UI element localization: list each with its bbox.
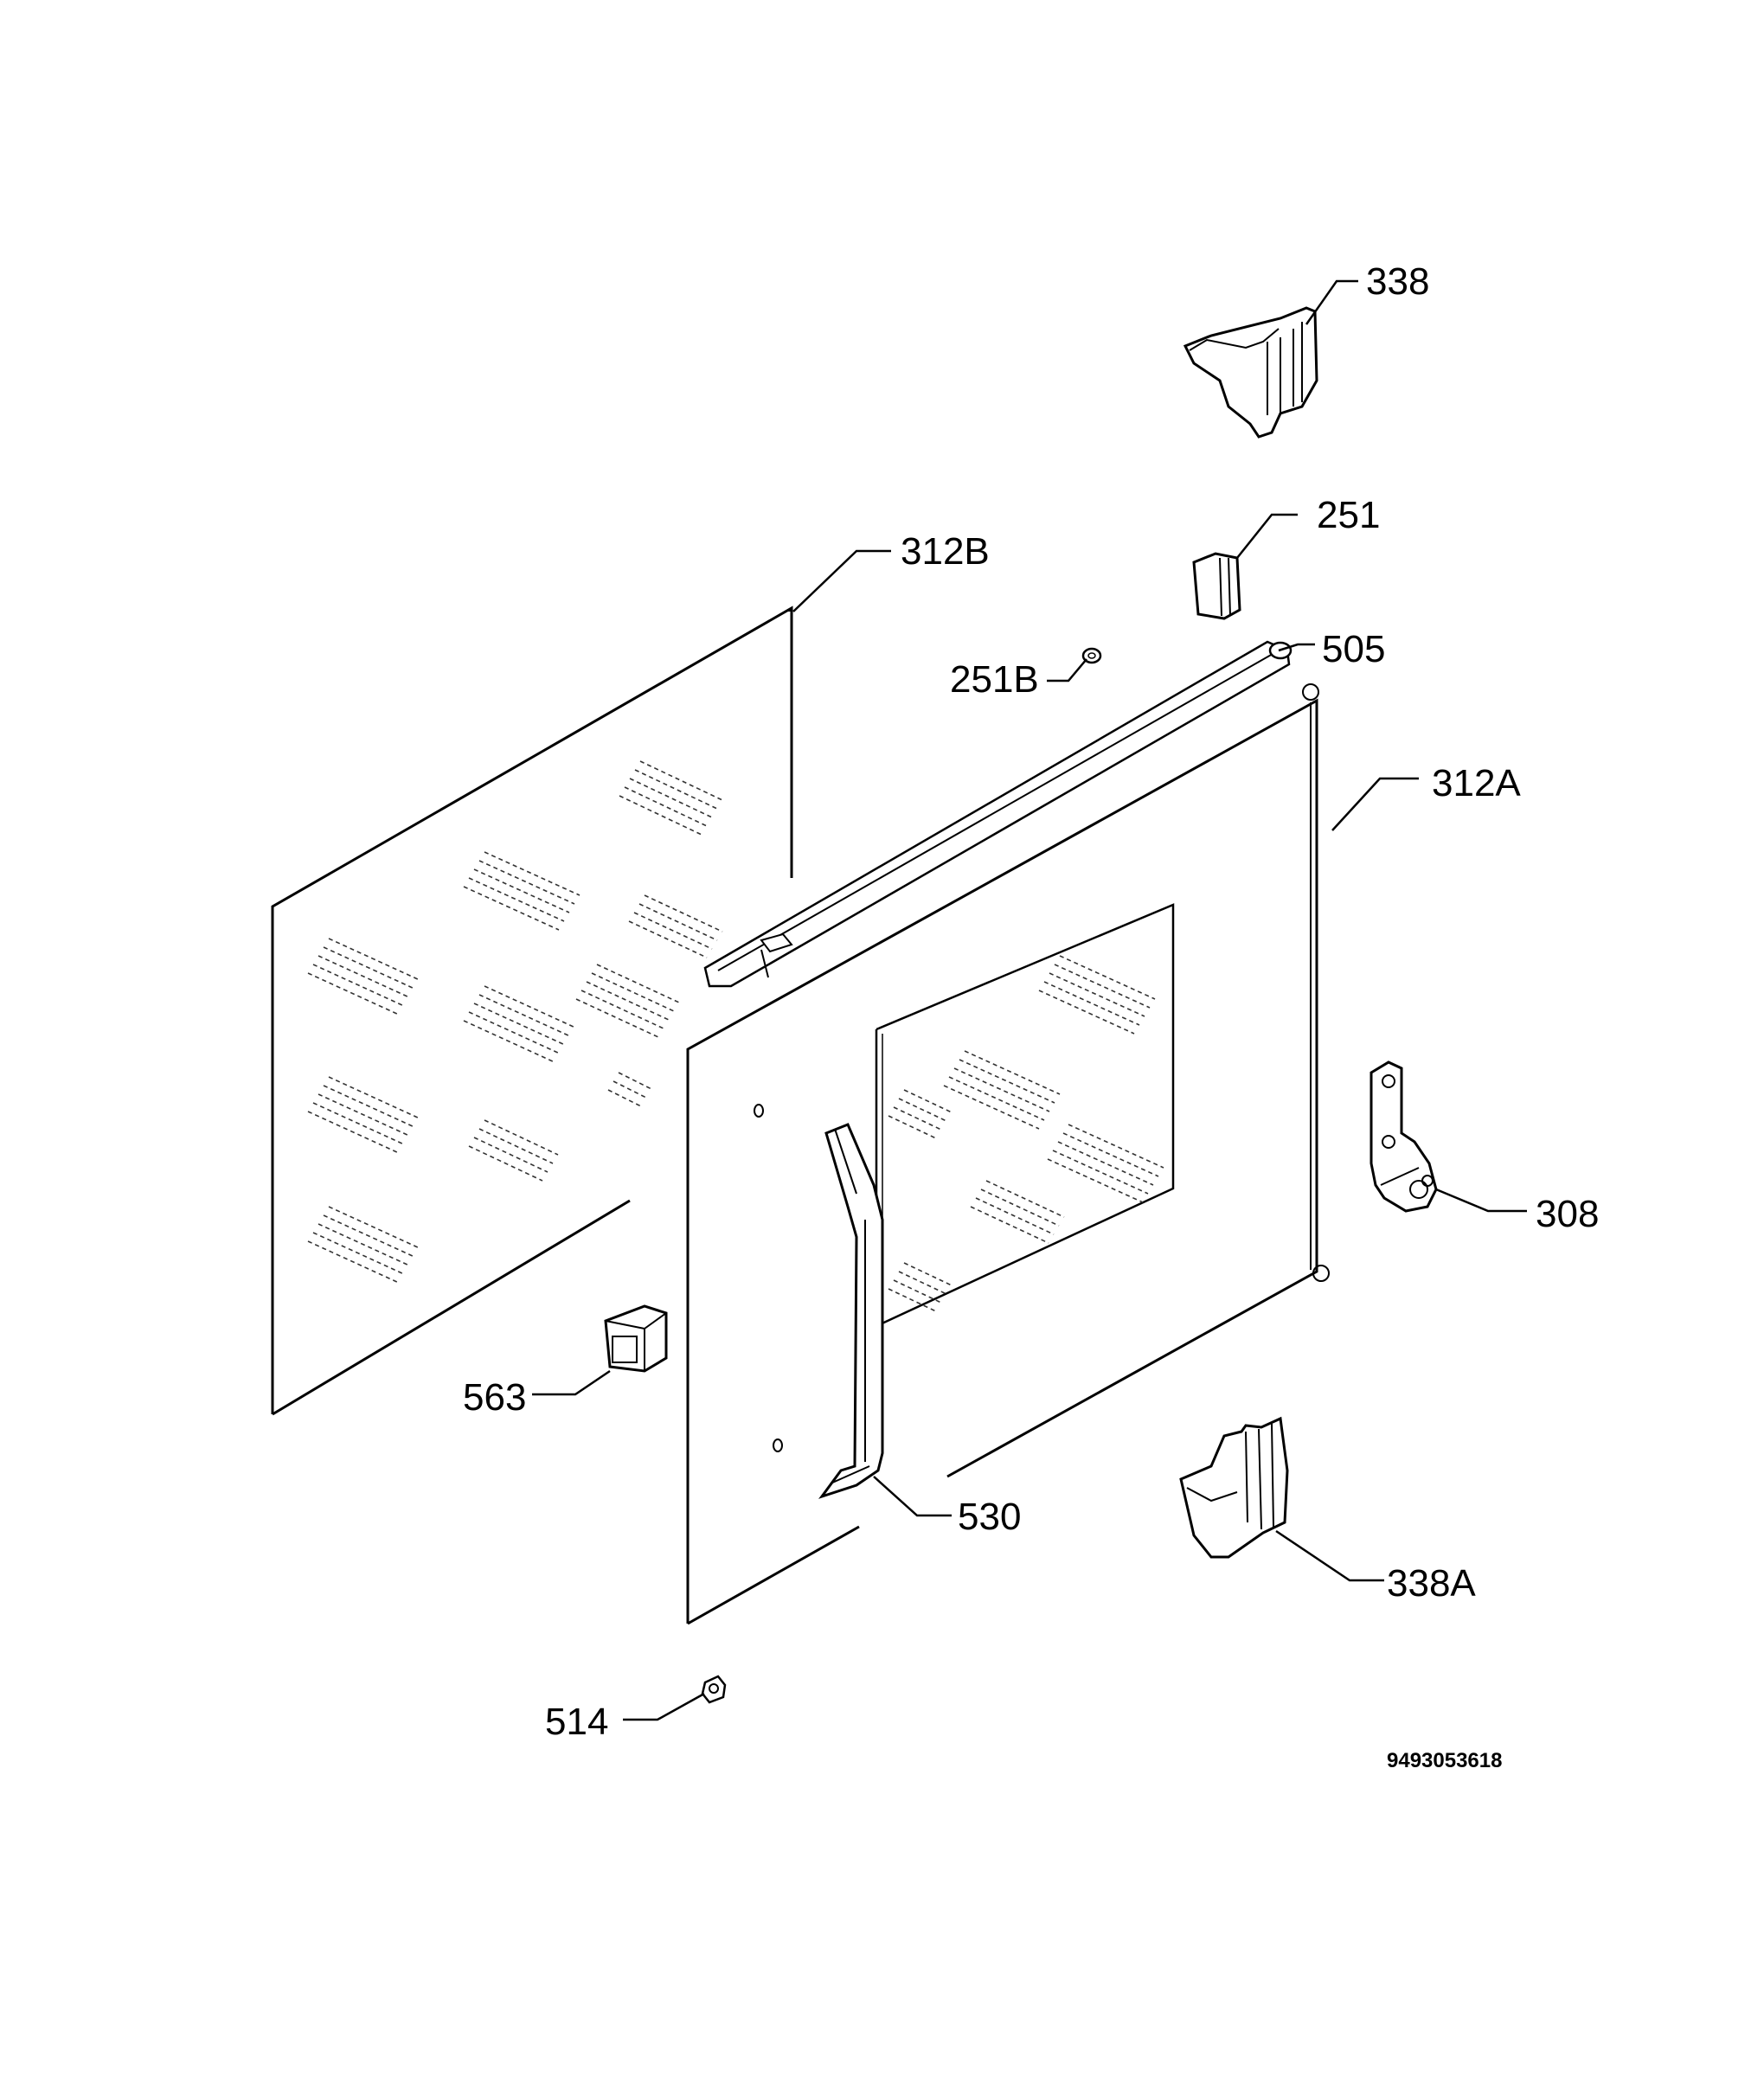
label-338: 338 xyxy=(1366,260,1429,303)
hinge-cover-338 xyxy=(1183,306,1318,439)
door-handle-530 xyxy=(818,1123,884,1499)
label-514: 514 xyxy=(545,1701,608,1743)
label-251: 251 xyxy=(1317,494,1380,536)
clip-251 xyxy=(1192,552,1241,620)
block-563 xyxy=(604,1304,668,1373)
hinge-cover-338a xyxy=(1179,1416,1289,1559)
label-308: 308 xyxy=(1536,1193,1599,1235)
label-530: 530 xyxy=(958,1496,1021,1538)
label-312b: 312B xyxy=(901,530,990,573)
label-312a: 312A xyxy=(1432,762,1521,804)
ring-251b xyxy=(1081,647,1102,664)
front-door-glass-312a xyxy=(686,683,1330,1625)
leader-lines xyxy=(532,279,1527,1721)
label-338a: 338A xyxy=(1387,1562,1476,1605)
label-563: 563 xyxy=(463,1376,526,1419)
rear-glass-panel-312b xyxy=(271,606,793,1416)
label-505: 505 xyxy=(1322,628,1385,670)
top-trim-505 xyxy=(703,640,1293,988)
document-number: 9493053618 xyxy=(1387,1749,1502,1772)
nut-514 xyxy=(701,1675,727,1704)
label-251b: 251B xyxy=(950,658,1039,701)
hinge-bracket-308 xyxy=(1370,1060,1438,1213)
